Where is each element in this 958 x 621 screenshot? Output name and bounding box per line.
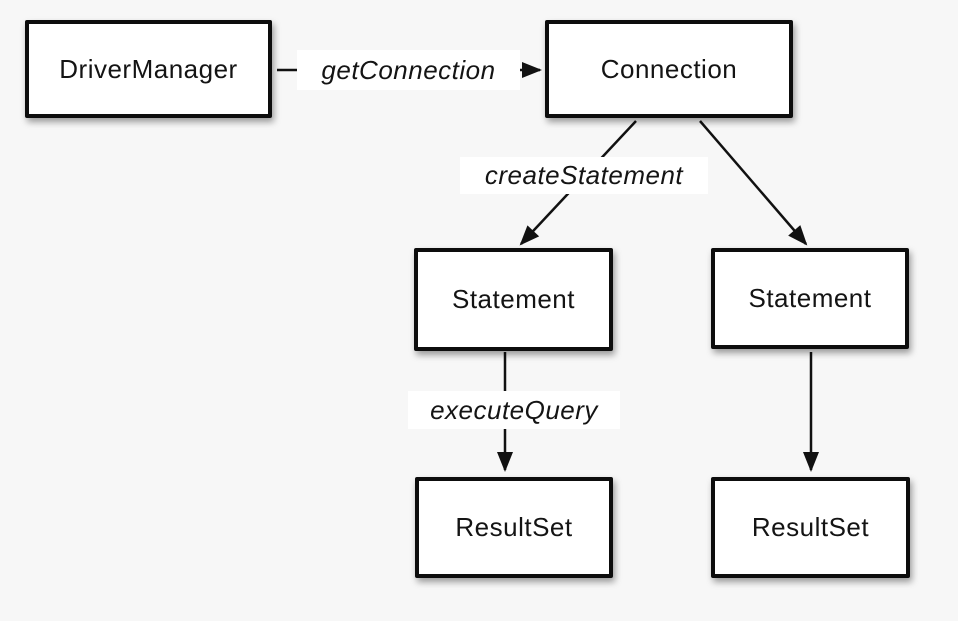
node-driver-manager-label: DriverManager <box>59 53 238 84</box>
node-resultset-right: ResultSet <box>711 477 910 578</box>
node-resultset-left: ResultSet <box>415 477 613 578</box>
node-connection-label: Connection <box>600 53 738 84</box>
connection-to-right-statement-arrow <box>699 120 808 246</box>
edge-label-executequery-text: executeQuery <box>430 394 598 425</box>
node-resultset-left-label: ResultSet <box>455 512 573 542</box>
node-connection: Connection <box>545 20 793 118</box>
node-resultset-right-label: ResultSet <box>751 512 870 542</box>
edge-label-createstatement: createStatement <box>460 157 708 194</box>
node-driver-manager: DriverManager <box>25 20 272 118</box>
node-statement-left-label: Statement <box>451 284 575 314</box>
edge-label-getconnection-text: getConnection <box>321 54 496 85</box>
edge-label-createstatement-text: createStatement <box>484 160 684 190</box>
edge-label-getconnection: getConnection <box>297 50 520 90</box>
node-statement-right-label: Statement <box>748 283 872 313</box>
edge-label-executequery: executeQuery <box>408 391 620 429</box>
node-statement-right: Statement <box>711 248 909 349</box>
node-statement-left: Statement <box>414 248 613 351</box>
